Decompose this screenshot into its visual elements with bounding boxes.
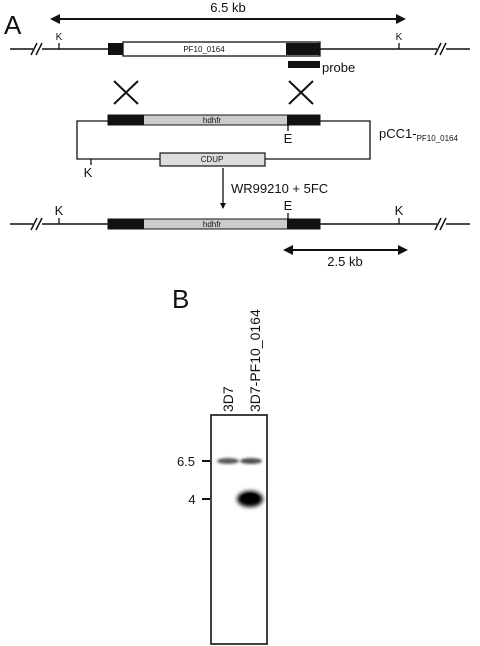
plasmid-backbone-right xyxy=(265,120,371,160)
blot-membrane xyxy=(210,414,268,645)
band-mutant-4kb-core xyxy=(241,493,259,503)
plasmid-construct: hdhfr E CDUP K pCC1-PF10_0164 xyxy=(76,114,458,180)
wildtype-exon-right xyxy=(286,43,320,55)
recombinant-flank-right xyxy=(287,219,320,229)
panel-a-letter: A xyxy=(4,10,22,40)
probe-bar xyxy=(288,61,320,68)
recombinant-locus: K hdhfr E K 2.5 kb xyxy=(10,198,470,269)
gene-pf10-0164-label: PF10_0164 xyxy=(183,45,225,54)
panel-b: B 3D7 3D7-PF10_0164 6.5 4 xyxy=(172,284,268,645)
plasmid-backbone-left xyxy=(76,120,160,160)
recombinant-break-left xyxy=(30,217,43,231)
selection-label: WR99210 + 5FC xyxy=(231,181,328,196)
marker-label-6-5: 6.5 xyxy=(177,454,195,469)
recombinant-flank-left xyxy=(108,219,144,229)
chromosome-break-left xyxy=(30,42,43,56)
cdup-cassette xyxy=(159,152,266,167)
probe-label: probe xyxy=(322,60,355,75)
plasmid-name: pCC1-PF10_0164 xyxy=(379,126,458,143)
band-mutant-6-5kb xyxy=(240,458,262,464)
plasmid-hdhfr-label: hdhfr xyxy=(203,116,222,125)
wildtype-span-label: 6.5 kb xyxy=(210,0,245,15)
plasmid-flank-right xyxy=(287,115,320,125)
panel-b-letter: B xyxy=(172,284,189,314)
plasmid-site-e: E xyxy=(284,131,293,146)
crossover-right xyxy=(288,80,314,105)
crossover-left xyxy=(113,80,139,105)
wildtype-site-k-right: K xyxy=(396,32,403,43)
recombinant-hdhfr-label: hdhfr xyxy=(203,220,222,229)
recombinant-site-k-left: K xyxy=(55,203,64,218)
southern-blot xyxy=(210,414,268,645)
cdup-label: CDUP xyxy=(201,155,224,164)
recombinant-span-label: 2.5 kb xyxy=(327,254,362,269)
recombinant-site-e: E xyxy=(284,198,293,213)
plasmid-flank-left xyxy=(108,115,144,125)
marker-label-4: 4 xyxy=(188,492,195,507)
lane-label-3d7: 3D7 xyxy=(220,386,236,412)
chromosome-break-right xyxy=(434,42,447,56)
band-3d7-6-5kb xyxy=(217,458,239,464)
wildtype-site-k-left: K xyxy=(56,32,63,43)
recombinant-break-right xyxy=(434,217,447,231)
lane-label-3d7-pf10-0164: 3D7-PF10_0164 xyxy=(247,309,263,412)
selection-step: WR99210 + 5FC xyxy=(220,168,328,209)
panel-a: A 6.5 kb K K PF10_0164 xyxy=(4,0,470,269)
wildtype-locus: 6.5 kb K K PF10_0164 probe xyxy=(10,0,470,75)
recombinant-site-k-right: K xyxy=(395,203,404,218)
plasmid-site-k: K xyxy=(84,165,93,180)
